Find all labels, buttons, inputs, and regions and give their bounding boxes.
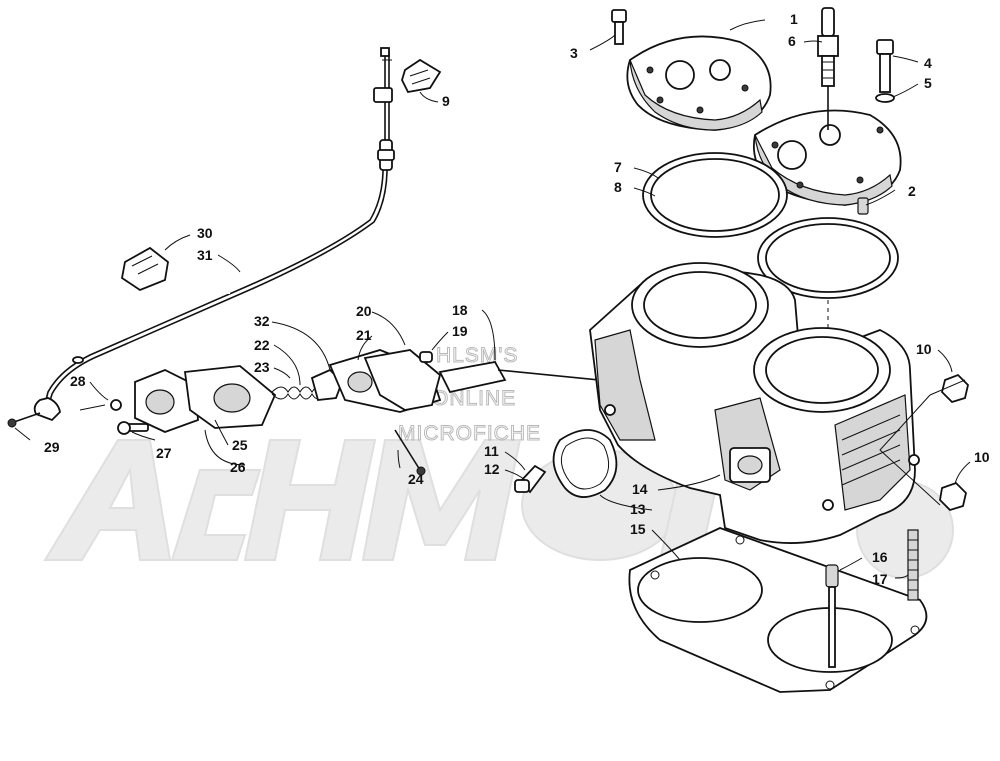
callout-12: 12 <box>484 461 500 477</box>
reed-valve-assembly <box>7 365 277 435</box>
callout-9: 9 <box>442 93 450 109</box>
cylinder-head-1 <box>626 35 772 131</box>
callout-24: 24 <box>408 471 424 487</box>
callout-28: 28 <box>70 373 86 389</box>
callout-13: 13 <box>630 501 646 517</box>
callout-32: 32 <box>254 313 270 329</box>
callout-4: 4 <box>924 55 932 71</box>
callout-19: 19 <box>452 323 468 339</box>
callout-7: 7 <box>614 159 622 175</box>
studs-and-nuts <box>825 373 969 668</box>
callout-10-lower: 10 <box>974 449 990 465</box>
callout-29: 29 <box>44 439 60 455</box>
callout-22: 22 <box>254 337 270 353</box>
spark-plug <box>817 7 839 130</box>
cable-bracket <box>121 246 169 292</box>
base-gasket <box>628 527 928 693</box>
callout-30: 30 <box>197 225 213 241</box>
callout-8: 8 <box>614 179 622 195</box>
throttle-cable <box>43 47 395 409</box>
callout-14: 14 <box>632 481 648 497</box>
callout-15: 15 <box>630 521 646 537</box>
callout-3: 3 <box>570 45 578 61</box>
callout-labels: 1 2 3 4 5 6 7 8 9 10 10 11 12 13 14 15 1… <box>44 11 990 587</box>
callout-10-upper: 10 <box>916 341 932 357</box>
callout-23: 23 <box>254 359 270 375</box>
exhaust-valve-parts <box>271 349 681 476</box>
watermark-line-1: HLSM'S <box>436 344 518 367</box>
callout-11: 11 <box>484 443 499 459</box>
callout-1: 1 <box>790 11 798 27</box>
cylinders <box>589 262 920 544</box>
callout-17: 17 <box>872 571 888 587</box>
callout-18: 18 <box>452 302 468 318</box>
exhaust-gasket <box>514 429 618 498</box>
callout-2: 2 <box>908 183 916 199</box>
cylinder-head-2 <box>752 109 902 206</box>
callout-16: 16 <box>872 549 888 565</box>
callout-21: 21 <box>356 327 372 343</box>
watermark-line-2: ONLINE <box>432 387 516 410</box>
leader-lines <box>14 19 971 579</box>
callout-5: 5 <box>924 75 932 91</box>
head-o-rings <box>642 152 899 392</box>
head-bolts <box>611 9 895 215</box>
callout-20: 20 <box>356 303 372 319</box>
callout-6: 6 <box>788 33 796 49</box>
callout-26: 26 <box>230 459 246 475</box>
callout-27: 27 <box>156 445 172 461</box>
watermark-line-3: MICROFICHE <box>398 422 541 445</box>
cable-clip <box>401 58 442 94</box>
callout-25: 25 <box>232 437 248 453</box>
callout-31: 31 <box>197 247 213 263</box>
